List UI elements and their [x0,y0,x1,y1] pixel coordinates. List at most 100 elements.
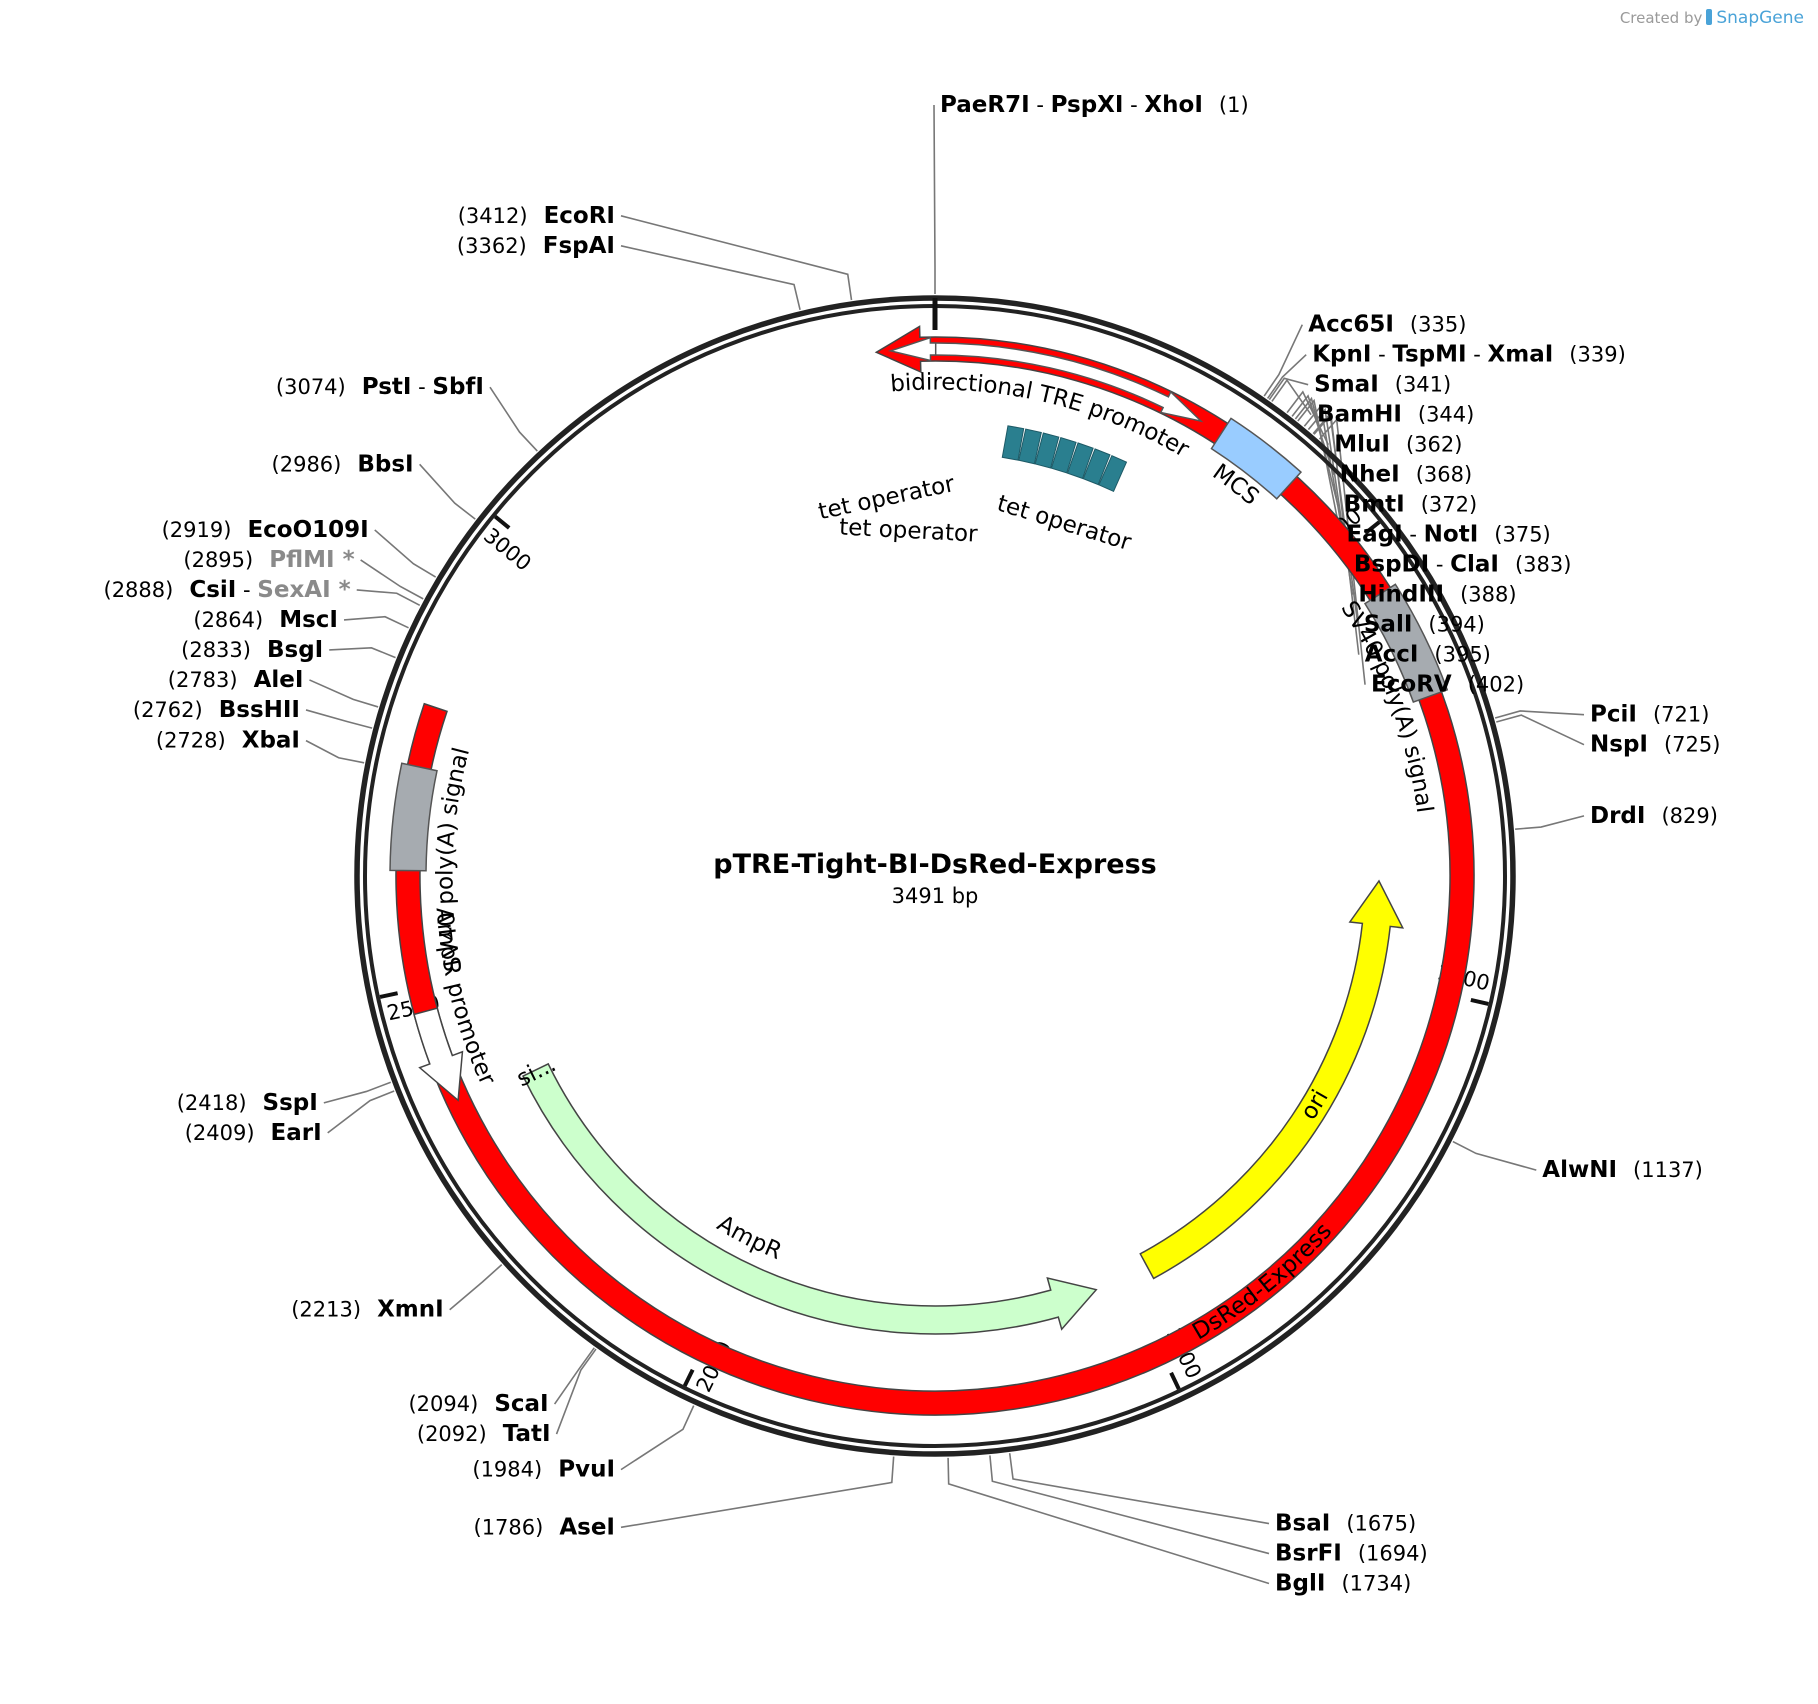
site-label[interactable]: AccI (395) [1365,642,1491,668]
feature-mcs[interactable] [1210,417,1302,500]
feature-ampr-promoter[interactable] [413,1007,464,1102]
restriction-site[interactable]: DrdI (829) [1590,803,1718,829]
site-label[interactable]: (3362) FspAI [457,233,615,259]
site-label[interactable]: (2833) BsgI [181,637,323,663]
site-label[interactable]: SmaI (341) [1314,372,1451,398]
tet-operator-label: tet operator [994,491,1134,556]
restriction-site[interactable]: EcoRV (402) [1371,672,1524,698]
feature-bidirectional-tre-promoter[interactable] [887,336,1204,423]
site-label[interactable]: SalI (394) [1364,612,1485,638]
site-label[interactable]: (1786) AseI [474,1514,616,1540]
restriction-site[interactable]: (2783) AleI [168,667,304,693]
site-label[interactable]: (2888) CsiI - SexAI * [104,577,351,603]
restriction-site[interactable]: (2409) EarI [185,1120,322,1146]
site-label[interactable]: (2762) BssHII [133,697,300,723]
restriction-site[interactable]: (2986) BbsI [272,451,414,477]
restriction-site[interactable]: (2094) ScaI [408,1391,548,1417]
feature-ampr[interactable] [522,1062,1098,1335]
restriction-site[interactable]: (1786) AseI [474,1514,616,1540]
feature-dsred-express[interactable] [395,325,1475,1416]
site-label[interactable]: BamHI (344) [1317,402,1474,428]
site-label[interactable]: (2783) AleI [168,667,304,693]
site-label[interactable]: (2895) PflMI * [183,547,354,573]
restriction-site[interactable]: NspI (725) [1590,732,1720,758]
tet-operator-box[interactable] [1001,425,1025,461]
restriction-site[interactable]: (2895) PflMI * [183,547,354,573]
restriction-site[interactable]: (3412) EcoRI [458,203,615,229]
site-position: (725) [1664,733,1720,757]
site-label[interactable]: (2092) TatI [417,1421,551,1447]
restriction-site[interactable]: AlwNI (1137) [1542,1157,1703,1183]
site-label[interactable]: PciI (721) [1590,702,1709,728]
restriction-site[interactable]: (2728) XbaI [156,728,300,754]
tet-operator-box[interactable] [1098,454,1128,493]
site-label[interactable]: (2094) ScaI [408,1391,548,1417]
site-label[interactable]: BsrFI (1694) [1275,1541,1428,1567]
restriction-site[interactable]: BamHI (344) [1317,402,1474,428]
site-label[interactable]: (3412) EcoRI [458,203,615,229]
tet-operator-box[interactable] [1050,436,1077,474]
site-label[interactable]: BsaI (1675) [1275,1511,1416,1537]
restriction-site[interactable]: (2092) TatI [417,1421,551,1447]
site-label[interactable]: AlwNI (1137) [1542,1157,1703,1183]
site-label[interactable]: NspI (725) [1590,732,1720,758]
site-label[interactable]: BspDI - ClaI (383) [1354,552,1572,578]
site-label[interactable]: (3074) PstI - SbfI [276,374,484,400]
tet-operator-box[interactable] [1034,432,1060,469]
feature-ori[interactable] [1139,879,1405,1280]
restriction-site[interactable]: Acc65I (335) [1308,312,1466,338]
site-label[interactable]: (2864) MscI [193,607,338,633]
site-label[interactable]: EagI - NotI (375) [1346,522,1550,548]
restriction-site[interactable]: (2888) CsiI - SexAI * [104,577,351,603]
tet-operator-box[interactable] [1066,442,1094,480]
restriction-site[interactable]: KpnI - TspMI - XmaI (339) [1312,342,1626,368]
restriction-site[interactable]: (2762) BssHII [133,697,300,723]
restriction-site[interactable]: (2864) MscI [193,607,338,633]
restriction-site[interactable]: AccI (395) [1365,642,1491,668]
restriction-site[interactable]: PciI (721) [1590,702,1709,728]
restriction-site[interactable]: BmtI (372) [1344,492,1478,518]
site-label[interactable]: Acc65I (335) [1308,312,1466,338]
restriction-site[interactable]: BglI (1734) [1275,1571,1411,1597]
restriction-site[interactable]: BsaI (1675) [1275,1511,1416,1537]
site-label[interactable]: (2986) BbsI [272,451,414,477]
site-label[interactable]: HindIII (388) [1358,582,1516,608]
restriction-site[interactable]: NheI (368) [1340,462,1472,488]
site-label[interactable]: (2418) SspI [177,1090,318,1116]
site-label[interactable]: BglI (1734) [1275,1571,1411,1597]
restriction-site[interactable]: BsrFI (1694) [1275,1541,1428,1567]
feature-sv40-poly-a-signal[interactable] [1363,583,1449,704]
site-label[interactable]: DrdI (829) [1590,803,1718,829]
restriction-site[interactable]: (3074) PstI - SbfI [276,374,484,400]
site-label[interactable]: KpnI - TspMI - XmaI (339) [1312,342,1626,368]
restriction-site[interactable]: EagI - NotI (375) [1346,522,1550,548]
restriction-site[interactable]: PaeR7I - PspXI - XhoI (1) [940,92,1249,118]
site-label[interactable]: MluI (362) [1334,432,1462,458]
tet-operator-box[interactable] [1082,448,1111,486]
site-label[interactable]: (2728) XbaI [156,728,300,754]
tet-operator-box[interactable] [1018,428,1042,465]
site-label[interactable]: (1984) PvuI [472,1457,615,1483]
restriction-site[interactable]: (3362) FspAI [457,233,615,259]
feature-sv40-poly-a-signal[interactable] [389,762,438,872]
restriction-site[interactable]: BspDI - ClaI (383) [1354,552,1572,578]
restriction-site[interactable]: SalI (394) [1364,612,1485,638]
restriction-site[interactable]: MluI (362) [1334,432,1462,458]
site-label[interactable]: (2213) XmnI [291,1297,443,1323]
restriction-site[interactable]: (2919) EcoO109I [162,517,369,543]
site-label[interactable]: BmtI (372) [1344,492,1478,518]
site-label[interactable]: PaeR7I - PspXI - XhoI (1) [940,92,1249,118]
restriction-site[interactable]: HindIII (388) [1358,582,1516,608]
site-label[interactable]: (2919) EcoO109I [162,517,369,543]
site-label[interactable]: NheI (368) [1340,462,1472,488]
restriction-site[interactable]: (2213) XmnI [291,1297,443,1323]
restriction-site[interactable]: (2833) BsgI [181,637,323,663]
restriction-site[interactable]: (1984) PvuI [472,1457,615,1483]
site-label[interactable]: EcoRV (402) [1371,672,1524,698]
site-position: (2409) [185,1121,255,1145]
site-label[interactable]: (2409) EarI [185,1120,322,1146]
site-leader-line [1268,377,1309,401]
restriction-site[interactable]: (2418) SspI [177,1090,318,1116]
restriction-site[interactable]: SmaI (341) [1314,372,1451,398]
